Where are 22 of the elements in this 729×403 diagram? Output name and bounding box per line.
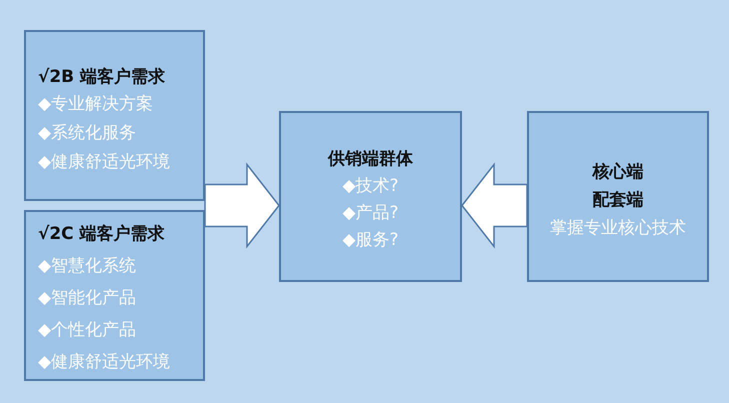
bullet-item: ◆技术? — [341, 175, 400, 197]
bullet-item: ◆智慧化系统 — [38, 255, 136, 277]
heading: 供销端群体 — [326, 148, 414, 170]
heading: √2C 端客户需求 — [38, 223, 165, 245]
text-box — [527, 111, 709, 282]
heading: 核心端 — [591, 161, 644, 183]
block-arrow — [461, 162, 528, 249]
bullet-item: ◆智能化产品 — [38, 287, 136, 309]
block-arrow — [204, 162, 280, 249]
text-box — [24, 210, 205, 381]
bullet-item: ◆健康舒适光环境 — [38, 151, 170, 173]
heading: 配套端 — [592, 189, 644, 211]
bullet-item: ◆系统化服务 — [38, 122, 136, 144]
bullet-item: ◆产品? — [341, 202, 400, 224]
bullet-item: ◆个性化产品 — [38, 319, 136, 341]
bullet-item: ◆专业解决方案 — [38, 93, 154, 115]
bullet-item: ◆服务? — [341, 229, 400, 251]
heading: √2B 端客户需求 — [38, 66, 166, 88]
text-box — [279, 111, 462, 282]
text-box — [24, 30, 205, 201]
bullet-item: ◆健康舒适光环境 — [38, 351, 170, 373]
bullet-item: 掌握专业核心技术 — [549, 217, 687, 239]
